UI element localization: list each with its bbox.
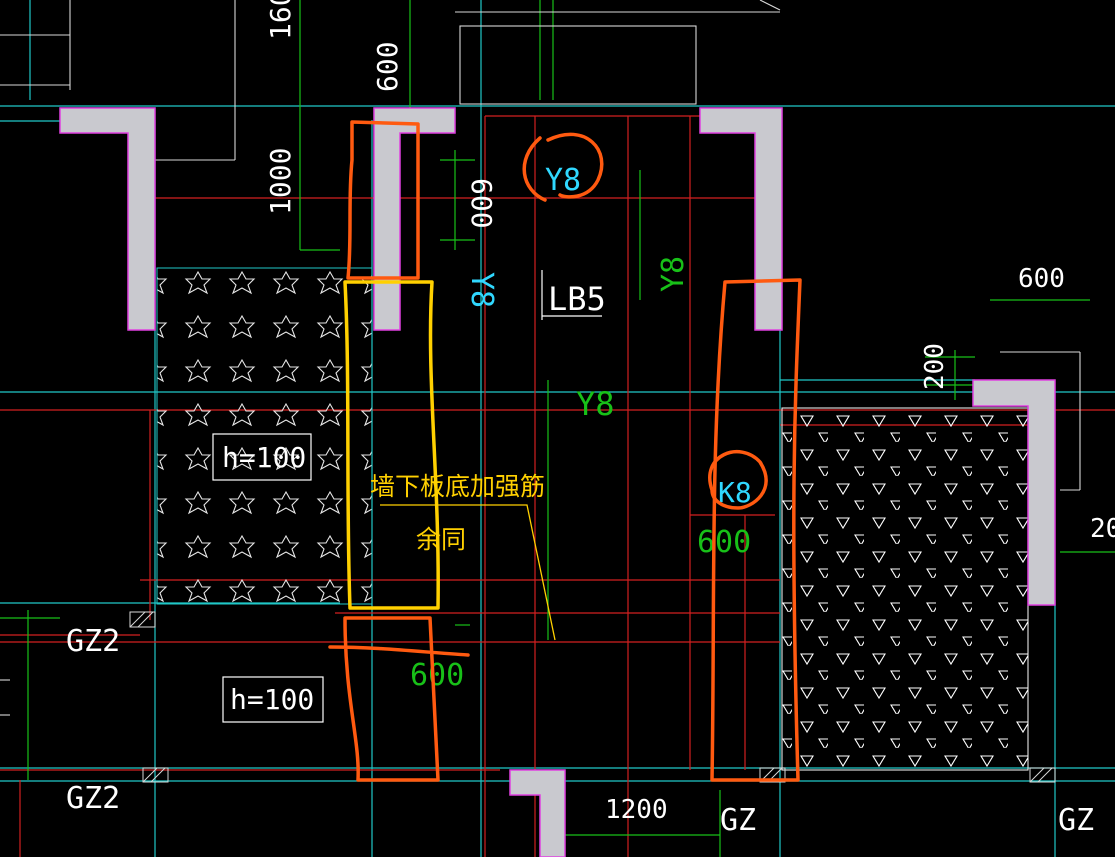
wall-sections — [59, 107, 1056, 857]
h100-top-label: h=100 — [222, 441, 306, 474]
dim-600-vertical: 600 — [465, 178, 498, 229]
dim-1600: 1600 — [264, 0, 297, 40]
wall-right — [972, 379, 1056, 606]
wall-bottom — [509, 769, 566, 857]
note-line2: 余同 — [416, 525, 466, 554]
y8-vertical-left: Y8 — [464, 272, 499, 308]
wall-center-right — [699, 107, 783, 331]
wall-left — [59, 107, 156, 331]
gz2-top-label: GZ2 — [66, 624, 120, 659]
orange-markup — [328, 120, 802, 782]
gz2-bottom-label: GZ2 — [66, 781, 120, 816]
dim-1000: 1000 — [264, 148, 297, 215]
y8-center-label: Y8 — [576, 385, 615, 423]
h100-top-box — [212, 433, 312, 481]
dim-1200: 1200 — [605, 795, 668, 825]
yellow-markup — [343, 280, 440, 610]
note-line1: 墙下板底加强筋 — [370, 472, 545, 501]
h100-bottom-box — [222, 676, 324, 723]
note-leader-line — [380, 504, 556, 641]
star-hatch-area — [156, 267, 373, 605]
y8-vertical-right: Y8 — [656, 256, 691, 292]
column-markers — [129, 611, 1056, 783]
wall-center-left — [373, 107, 456, 331]
text-labels: 1600 600 1000 600 Y8 Y8 LB5 Y8 600 200 Y… — [66, 0, 1115, 838]
markup-circle-k8 — [708, 450, 768, 510]
markup-box-left-upper — [346, 120, 420, 280]
markup-box-right-tall — [710, 278, 802, 782]
dim-600-lower: 600 — [410, 658, 464, 693]
y8-circled-label: Y8 — [545, 163, 581, 198]
dim-600-right: 600 — [1018, 264, 1065, 294]
gz-mid-label: GZ — [720, 803, 756, 838]
h100-bottom-label: h=100 — [230, 683, 314, 716]
markup-circle-y8 — [522, 132, 604, 202]
dim-600-mid: 600 — [697, 525, 751, 560]
dim-600-top: 600 — [371, 41, 404, 92]
dim-200-right: 200 — [920, 343, 950, 390]
markup-yellow-strip — [343, 280, 440, 610]
dim-20-edge: 20 — [1090, 514, 1115, 544]
lb5-label: LB5 — [548, 280, 606, 318]
markup-box-left-lower — [328, 616, 470, 782]
triangle-hatch-area — [781, 407, 1029, 771]
gz-right-label: GZ — [1058, 803, 1094, 838]
